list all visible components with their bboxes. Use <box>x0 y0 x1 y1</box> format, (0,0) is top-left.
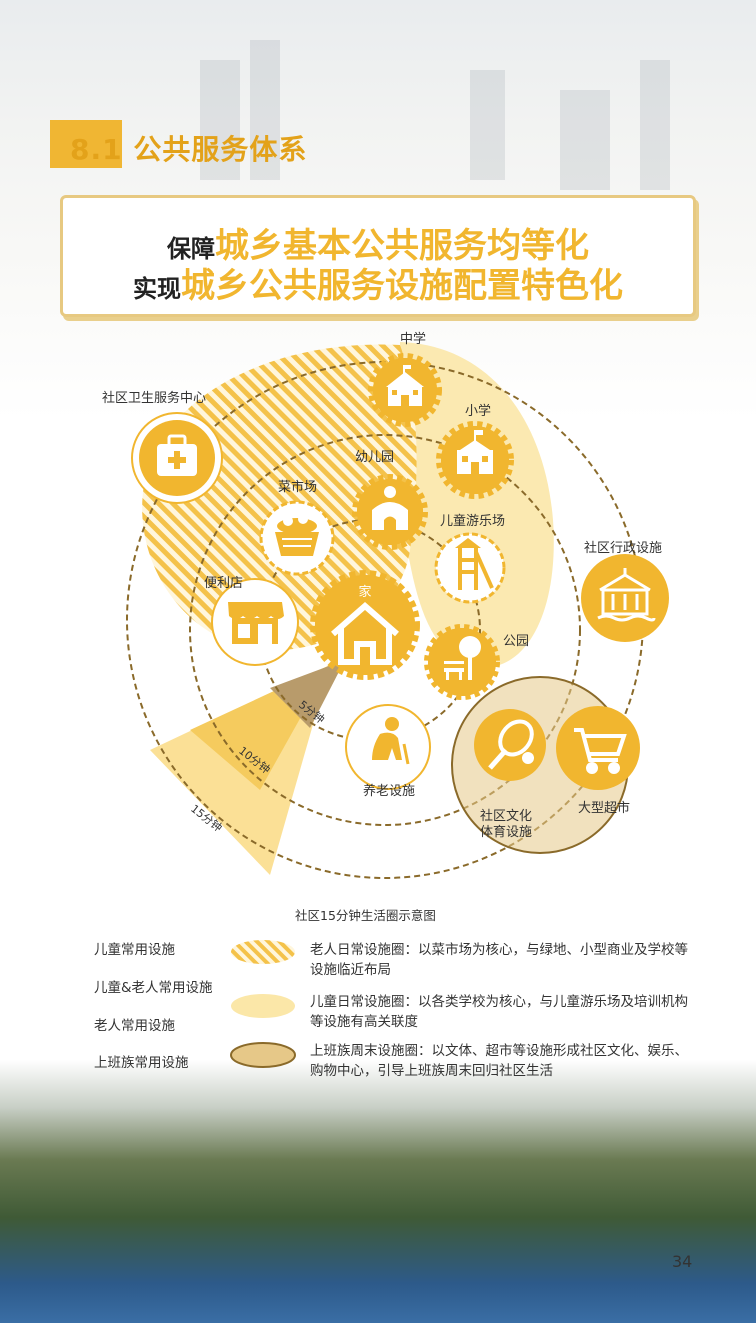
admin-badge <box>581 554 669 642</box>
primary-school-badge <box>436 421 514 499</box>
legend-commuter-label: 上班族常用设施 <box>94 1055 189 1071</box>
middle-school-badge <box>368 353 442 427</box>
label-sports-line-2: 体育设施 <box>480 825 533 840</box>
legend-elderly-circle-swatch <box>231 940 295 964</box>
five-min-wedge <box>270 660 345 728</box>
slogan-line-2-prefix: 实现 <box>133 275 181 303</box>
slogan-line-2: 实现城乡公共服务设施配置特色化 <box>63 258 693 307</box>
government-building-icon <box>597 568 656 622</box>
section-title-text: 公共服务体系 <box>133 133 308 166</box>
label-food-market: 菜市场 <box>278 480 318 495</box>
background-building <box>250 40 280 180</box>
convenience-store-badge <box>211 578 299 666</box>
shopping-cart-icon <box>574 728 627 774</box>
slide-icon <box>455 538 494 590</box>
diagram-caption: 社区15分钟生活圈示意图 <box>295 908 436 923</box>
house-icon <box>331 602 399 665</box>
elderly-care-badge <box>345 704 431 790</box>
label-elderly-care: 养老设施 <box>363 784 416 799</box>
label-kindergarten: 幼儿园 <box>355 450 395 465</box>
background-building <box>200 60 240 180</box>
elderly-person-icon <box>372 717 410 765</box>
life-circle-diagram: 5分钟 10分钟 15分钟 <box>126 342 669 879</box>
page-number: 34 <box>672 1252 693 1271</box>
legend-elderly-circle-text: 老人日常设施圈：以菜市场为核心，与绿地、小型商业及学校等设施临近布局 <box>310 942 688 978</box>
slogan-line-2-highlight: 城乡公共服务设施配置特色化 <box>181 266 623 306</box>
label-convenience-store: 便利店 <box>204 576 244 591</box>
slogan-line-1: 保障城乡基本公共服务均等化 <box>63 218 693 267</box>
legend-commuter-circle-text: 上班族周末设施圈：以文体、超市等设施形成社区文化、娱乐、购物中心，引导上班族周末… <box>310 1043 688 1079</box>
label-health-center: 社区卫生服务中心 <box>102 391 207 406</box>
home-badge: 家 <box>310 570 420 680</box>
section-number: 8.1 <box>70 133 123 166</box>
background-building <box>640 60 670 190</box>
tennis-racket-icon <box>488 719 534 770</box>
home-label: 家 <box>358 584 371 600</box>
sports-badge <box>474 709 546 781</box>
slogan-line-1-prefix: 保障 <box>167 235 215 263</box>
section-number-box <box>50 120 122 168</box>
school-building-icon <box>386 365 424 406</box>
slogan-line-1-highlight: 城乡基本公共服务均等化 <box>215 226 589 266</box>
legend-elderly-label: 老人常用设施 <box>94 1018 175 1034</box>
legend-children-circle-text: 儿童日常设施圈：以各类学校为核心，与儿童游乐场及培训机构等设施有高关联度 <box>310 994 688 1030</box>
supermarket-badge <box>556 706 640 790</box>
label-supermarket: 大型超市 <box>578 801 631 816</box>
label-park: 公园 <box>503 634 530 649</box>
background-building <box>560 90 610 190</box>
children-daily-circle <box>400 342 554 668</box>
health-center-badge <box>131 412 223 504</box>
label-playground: 儿童游乐场 <box>440 514 506 529</box>
kindergarten-badge <box>352 474 428 550</box>
aerial-photo-background <box>0 1060 756 1323</box>
section-title: 8.1 公共服务体系 <box>70 128 307 168</box>
kindergarten-icon <box>372 486 408 530</box>
school-flag-icon <box>457 430 493 474</box>
legend-children-circle-swatch <box>231 994 295 1018</box>
legend-children-elderly-label: 儿童&老人常用设施 <box>94 980 213 996</box>
label-middle-school: 中学 <box>400 332 427 347</box>
slogan-banner: 保障城乡基本公共服务均等化 实现城乡公共服务设施配置特色化 <box>60 195 696 317</box>
label-primary-school: 小学 <box>465 404 492 419</box>
elderly-daily-circle <box>142 344 417 651</box>
background-building <box>470 70 505 180</box>
medical-bag-icon <box>157 434 197 476</box>
tree-bench-icon <box>444 636 481 680</box>
legend-children-label: 儿童常用设施 <box>94 942 175 958</box>
basket-icon <box>275 514 319 556</box>
legend-commuter-circle-swatch <box>230 1042 296 1068</box>
label-admin: 社区行政设施 <box>584 541 663 556</box>
label-sports-line-1: 社区文化 <box>480 809 533 824</box>
store-icon <box>228 602 284 644</box>
park-badge <box>424 624 500 700</box>
ring-10-min <box>189 434 581 826</box>
playground-badge <box>434 532 506 604</box>
legend-swatches <box>230 940 296 1068</box>
food-market-badge <box>259 500 335 576</box>
